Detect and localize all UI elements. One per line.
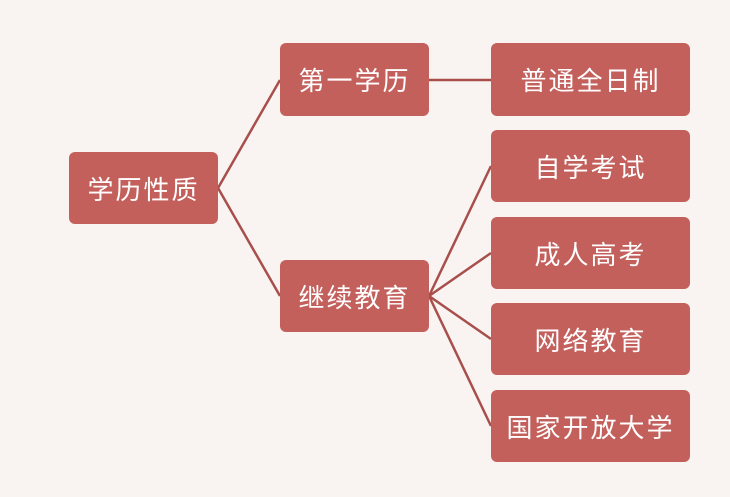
node-first-degree: 第一学历	[280, 43, 429, 116]
link-continuing-selfstudy	[427, 165, 493, 297]
node-adult-college-exam: 成人高考	[491, 217, 690, 289]
node-continuing-education: 继续教育	[280, 260, 429, 332]
link-continuing-adult	[428, 251, 492, 298]
link-root-first	[216, 79, 282, 189]
node-online-education: 网络教育	[491, 303, 690, 375]
node-self-study-exam: 自学考试	[491, 130, 690, 202]
node-root: 学历性质	[69, 152, 218, 224]
link-continuing-online	[428, 294, 492, 341]
node-full-time: 普通全日制	[491, 43, 690, 116]
link-root-continuing	[216, 187, 282, 297]
link-continuing-open-university	[427, 295, 493, 427]
node-open-university: 国家开放大学	[491, 390, 690, 462]
